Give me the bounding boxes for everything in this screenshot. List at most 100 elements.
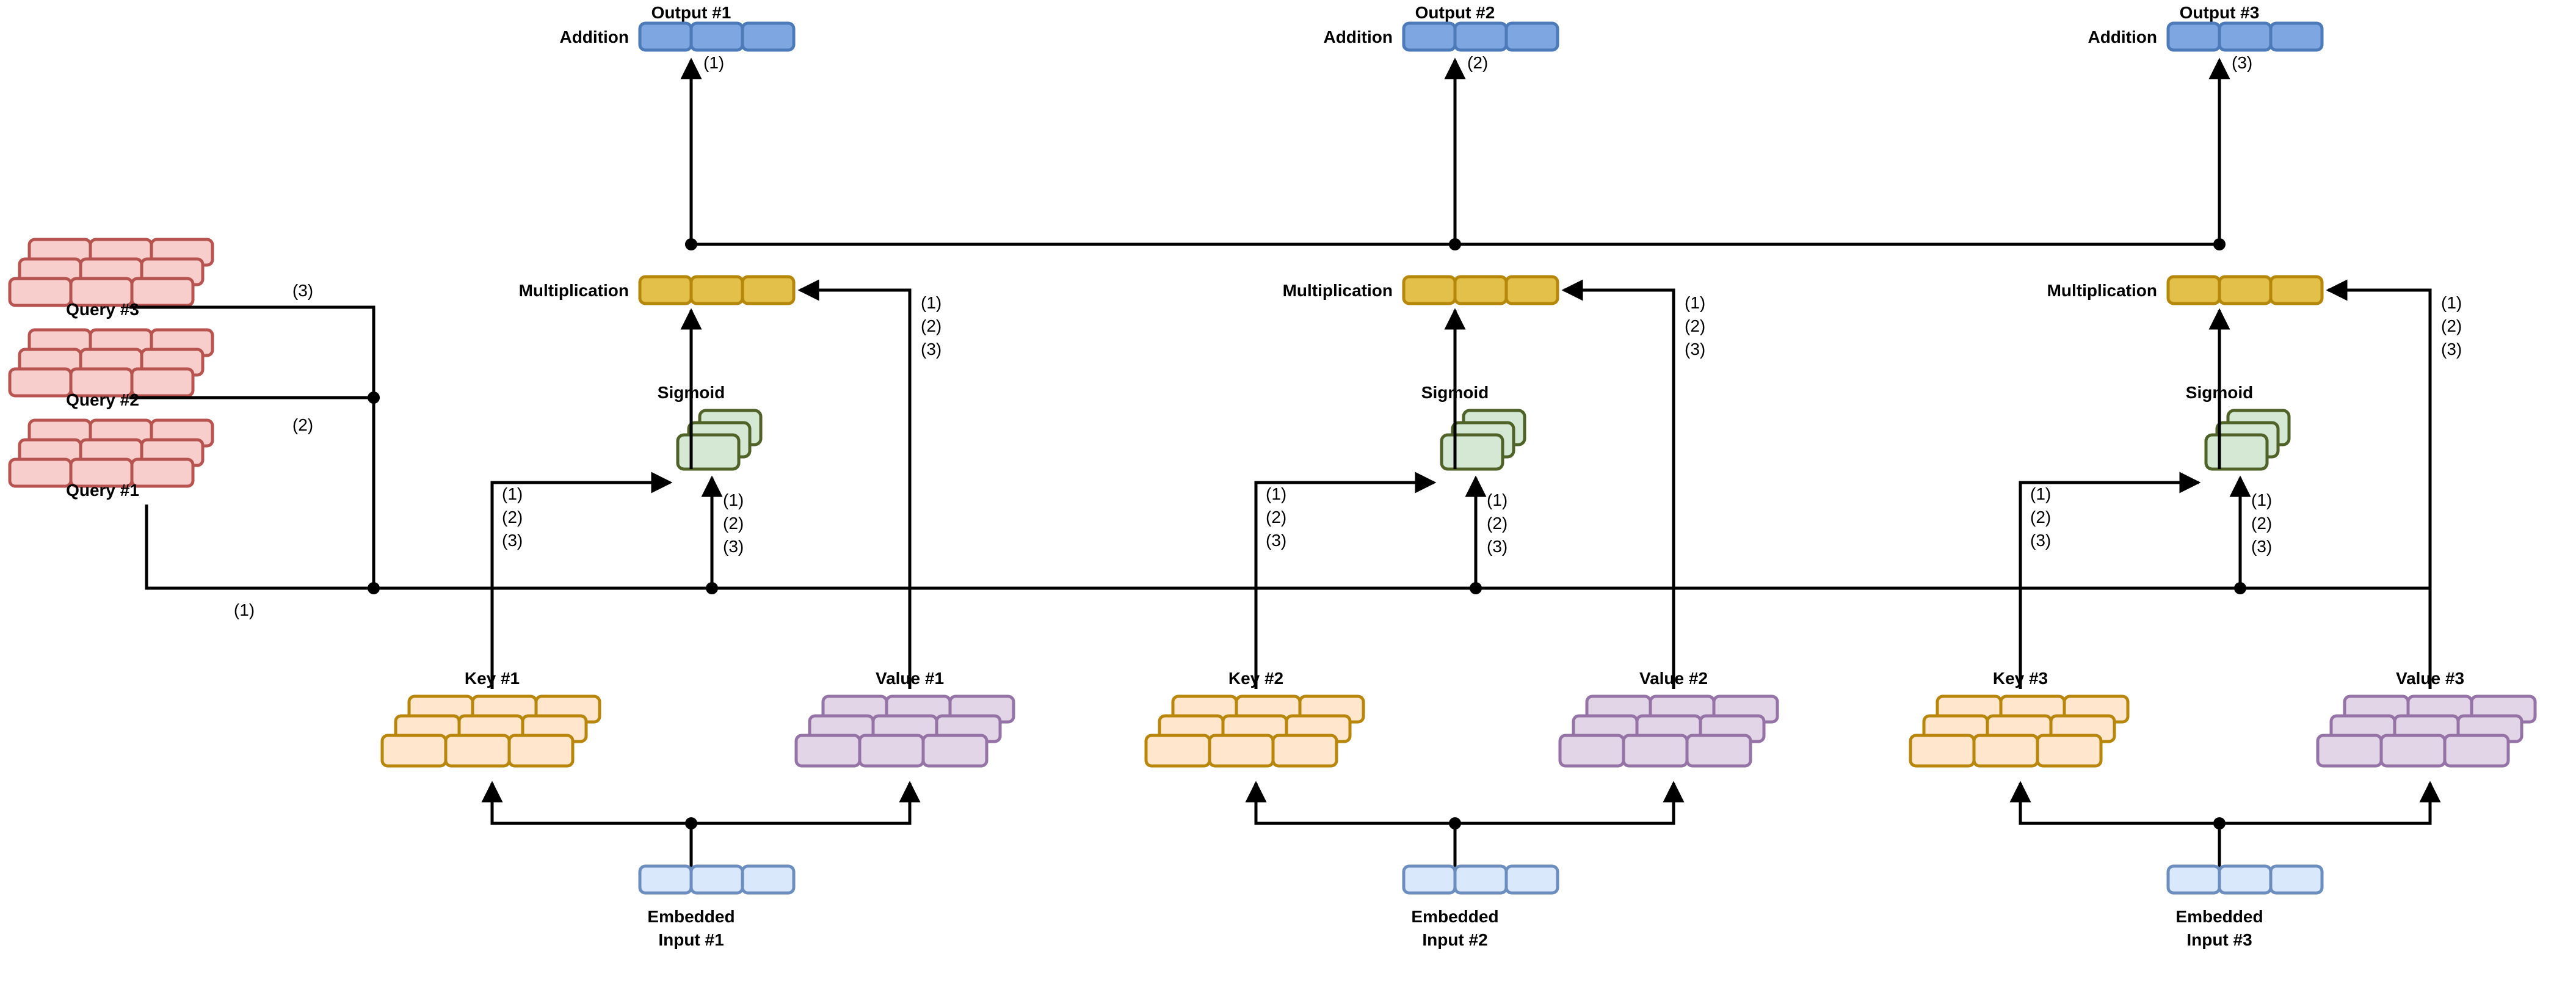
query-sigmoid-edge-2a: (1) [1487, 490, 1508, 509]
junction-dot-sigmoid-in-1 [706, 582, 718, 594]
addition-block-3 [2166, 21, 2324, 52]
embedded-input-1-line1: Embedded [647, 907, 735, 926]
key-to-sigmoid-arrow-2 [1254, 472, 1437, 689]
query-3-edge-label: (3) [292, 281, 313, 300]
junction-dot-mult-out-3 [2213, 238, 2226, 250]
query-sigmoid-edge-3b: (2) [2251, 514, 2272, 533]
sigmoid-stack-1 [676, 409, 763, 471]
embedded-input-3-line1: Embedded [2175, 907, 2263, 926]
column-2: Output #2 Addition (2) Multiplication Si… [1144, 3, 1779, 949]
key-sigmoid-edge-3a: (1) [2030, 484, 2051, 503]
query-sigmoid-edge-2b: (2) [1487, 514, 1508, 533]
value-2-stack [1558, 694, 1779, 768]
key-to-sigmoid-arrow-3 [2019, 472, 2201, 689]
key-sigmoid-edge-2c: (3) [1266, 531, 1286, 550]
key-to-sigmoid-arrow-1 [490, 472, 673, 689]
addition-label-1: Addition [559, 27, 629, 46]
query-2-edge-label: (2) [292, 415, 313, 434]
query-sigmoid-edge-1a: (1) [723, 490, 744, 509]
value-1-label: Value #1 [876, 669, 944, 688]
key-1-stack [380, 694, 601, 768]
value-mult-edge-1a: (1) [921, 293, 942, 312]
multiplication-label-3: Multiplication [2047, 281, 2157, 300]
output-2-title: Output #2 [1415, 3, 1495, 22]
output-3-edge-label: (3) [2232, 53, 2252, 72]
embedded-input-3-line2: Input #3 [2186, 930, 2252, 949]
junction-dot-input-3 [2213, 817, 2226, 829]
multiplication-label-2: Multiplication [1283, 281, 1393, 300]
sigmoid-stack-3 [2204, 409, 2291, 471]
junction-dot-mult-out-2 [1449, 238, 1461, 250]
sigmoid-stack-2 [1440, 409, 1526, 471]
value-mult-edge-2a: (1) [1685, 293, 1705, 312]
query-3-stack [8, 238, 214, 307]
multiplication-block-2 [1402, 275, 1559, 305]
query-2-stack [8, 328, 214, 398]
key-sigmoid-edge-2a: (1) [1266, 484, 1286, 503]
multiplication-label-1: Multiplication [519, 281, 629, 300]
junction-dot-input-1 [685, 817, 697, 829]
key-2-label: Key #2 [1228, 669, 1283, 688]
value-mult-edge-1b: (2) [921, 316, 942, 335]
addition-label-2: Addition [1323, 27, 1393, 46]
column-3: Output #3 Addition (3) Multiplication Si… [1909, 3, 2537, 949]
junction-dot-q2 [368, 392, 380, 404]
junction-dot-query-bus [368, 582, 380, 594]
value-2-label: Value #2 [1639, 669, 1708, 688]
multiplication-block-1 [638, 275, 796, 305]
embedded-input-2-line1: Embedded [1411, 907, 1498, 926]
value-to-mult-arrow-2 [1561, 279, 1675, 689]
key-sigmoid-edge-1b: (2) [502, 508, 523, 527]
addition-block-2 [1402, 21, 1559, 52]
value-mult-edge-3b: (2) [2441, 316, 2462, 335]
input-fanout-3 [2009, 781, 2441, 880]
query-sigmoid-edge-1b: (2) [723, 514, 744, 533]
query-sigmoid-edge-3c: (3) [2251, 537, 2272, 556]
value-mult-edge-2c: (3) [1685, 340, 1705, 359]
query-sigmoid-edge-1c: (3) [723, 537, 744, 556]
key-2-stack [1144, 694, 1365, 768]
output-3-title: Output #3 [2180, 3, 2260, 22]
query-sigmoid-edge-2c: (3) [1487, 537, 1508, 556]
query-3-label: Query #3 [66, 300, 139, 319]
input-fanout-1 [481, 781, 921, 880]
embedded-input-1-line2: Input #1 [658, 930, 724, 949]
multiplication-block-3 [2166, 275, 2324, 305]
value-3-stack [2316, 694, 2537, 768]
junction-dot-input-2 [1449, 817, 1461, 829]
key-sigmoid-edge-1c: (3) [502, 531, 523, 550]
output-1-edge-label: (1) [703, 53, 724, 72]
value-to-mult-arrow-1 [797, 279, 912, 689]
value-to-mult-arrow-3 [2326, 279, 2432, 689]
column-1: Output #1 Addition (1) Multiplication [380, 3, 1015, 949]
key-sigmoid-edge-3c: (3) [2030, 531, 2051, 550]
junction-dot-sigmoid-in-3 [2234, 582, 2246, 594]
addition-label-3: Addition [2088, 27, 2157, 46]
query-1-stack [8, 418, 214, 488]
key-sigmoid-edge-3b: (2) [2030, 508, 2051, 527]
key-1-label: Key #1 [465, 669, 520, 688]
junction-dot-mult-out-1 [685, 238, 697, 250]
embedded-input-2 [1402, 864, 1559, 895]
value-1-stack [794, 694, 1015, 768]
query-2-label: Query #2 [66, 390, 139, 409]
output-1-title: Output #1 [651, 3, 731, 22]
key-3-stack [1909, 694, 2130, 768]
value-mult-edge-2b: (2) [1685, 316, 1705, 335]
value-mult-edge-3a: (1) [2441, 293, 2462, 312]
input-fanout-2 [1245, 781, 1685, 880]
query-1-edge-label: (1) [234, 600, 255, 619]
output-2-edge-label: (2) [1467, 53, 1488, 72]
addition-block-1 [638, 21, 796, 52]
key-sigmoid-edge-2b: (2) [1266, 508, 1286, 527]
query-routing-lines [129, 305, 2430, 590]
embedded-input-2-line2: Input #2 [1422, 930, 1487, 949]
embedded-input-1 [638, 864, 796, 895]
key-3-label: Key #3 [1993, 669, 2048, 688]
value-mult-edge-1c: (3) [921, 340, 942, 359]
value-3-label: Value #3 [2396, 669, 2464, 688]
key-sigmoid-edge-1a: (1) [502, 484, 523, 503]
